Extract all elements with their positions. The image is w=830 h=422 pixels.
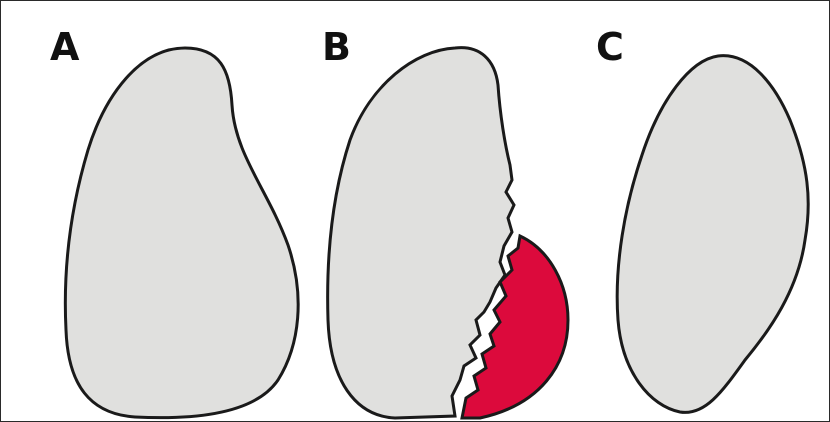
figure-page: A B C	[0, 0, 830, 422]
figure-frame	[0, 0, 830, 422]
